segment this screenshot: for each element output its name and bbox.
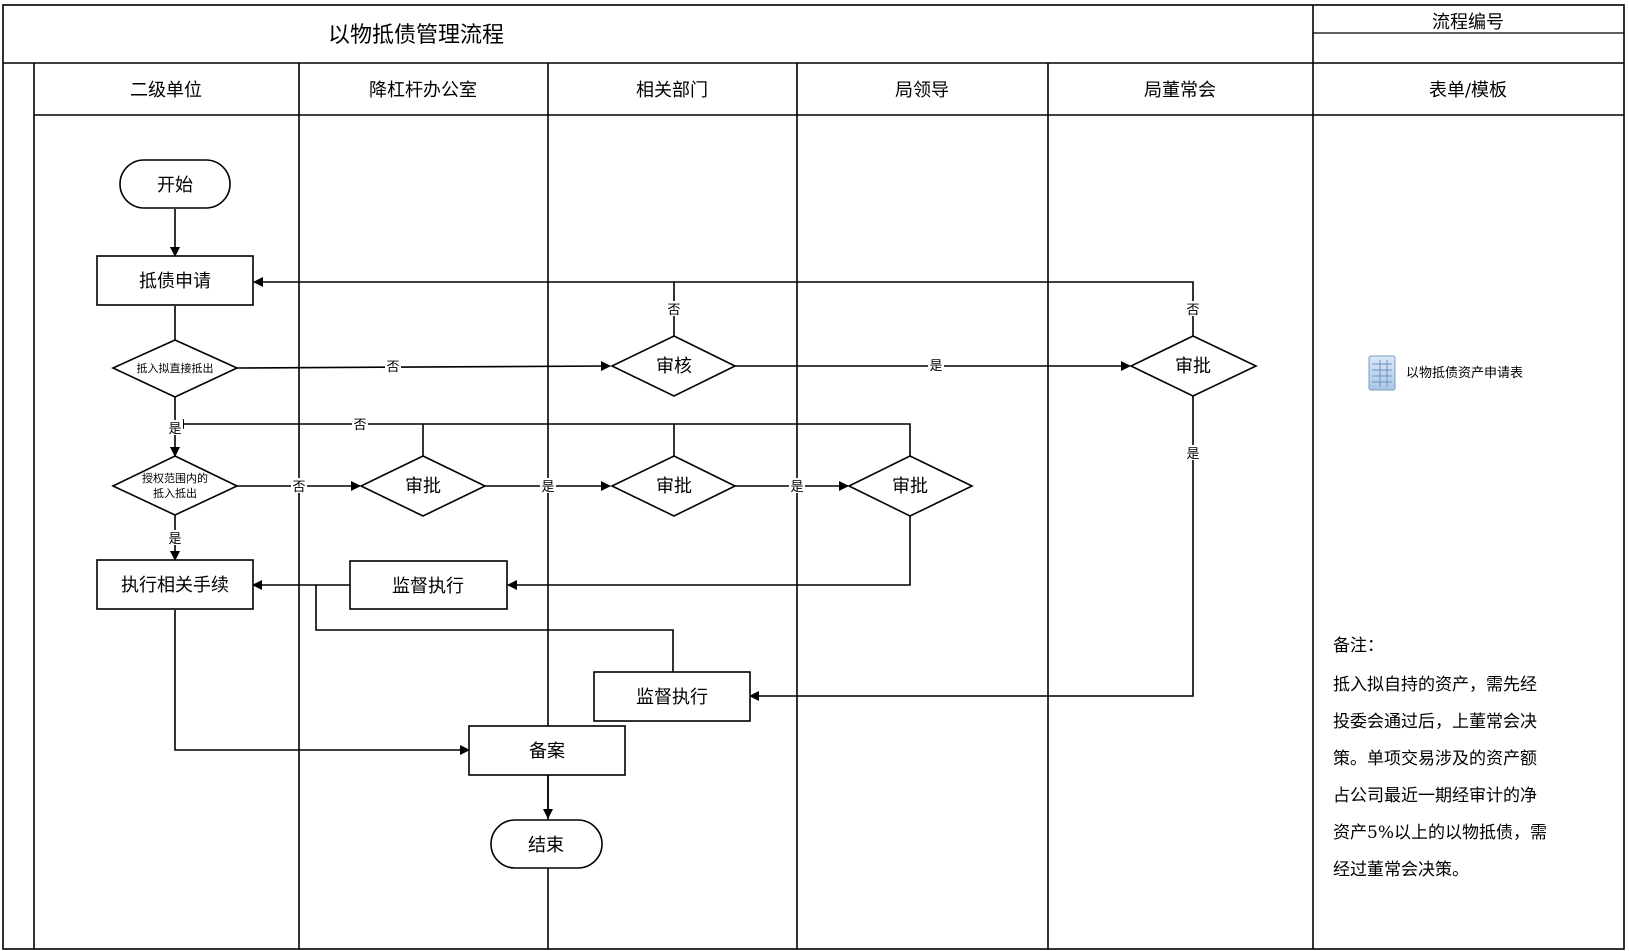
- node-apply-label: 抵债申请: [139, 271, 211, 292]
- process-code-header: 流程编号: [1432, 12, 1504, 33]
- label-yes-dept: 是: [790, 480, 803, 495]
- node-office-approve: 审批: [359, 455, 487, 517]
- decision-authorized-scope-line2: 抵入抵出: [153, 486, 197, 500]
- label-yes-office: 是: [541, 480, 554, 495]
- decision-direct-offset-label: 抵入拟直接抵出: [137, 361, 214, 375]
- note-line: 经过董常会决策。: [1333, 860, 1469, 880]
- label-yes-d2: 是: [168, 532, 181, 547]
- node-execute-label: 执行相关手续: [121, 575, 229, 596]
- note-line: 抵入拟自持的资产，需先经: [1333, 675, 1537, 695]
- decision-authorized-scope: 授权范围内的 抵入抵出: [111, 455, 239, 516]
- node-office-approve-label: 审批: [405, 476, 441, 497]
- label-no-review: 否: [667, 303, 680, 318]
- lane-header-board-committee: 局董常会: [1144, 80, 1216, 101]
- node-review-label: 审核: [656, 356, 692, 377]
- node-leader-approve-label: 审批: [892, 476, 928, 497]
- edge-labels: 否 是 否 否 是 是 否 否 是 是 是: [167, 301, 1201, 547]
- node-dept-approve: 审批: [610, 455, 737, 517]
- note-line: 占公司最近一期经审计的净: [1333, 786, 1537, 806]
- form-item-label: 以物抵债资产申请表: [1406, 366, 1523, 381]
- node-end: 结束: [490, 819, 603, 869]
- frame: [2, 4, 1625, 950]
- node-execute: 执行相关手续: [96, 559, 254, 610]
- connectors: [170, 209, 1194, 819]
- page-title: 以物抵债管理流程: [328, 23, 504, 48]
- spreadsheet-icon: [1368, 355, 1396, 391]
- lane-header-forms: 表单/模板: [1429, 80, 1507, 101]
- node-start-label: 开始: [157, 175, 193, 196]
- node-end-label: 结束: [528, 835, 564, 856]
- lane-header-bureau-leader: 局领导: [895, 80, 949, 101]
- note-heading: 备注：: [1333, 636, 1384, 656]
- node-leader-approve: 审批: [847, 455, 974, 517]
- label-no-loop: 否: [353, 418, 366, 433]
- node-supervise-1-label: 监督执行: [392, 576, 464, 597]
- label-no-board: 否: [1186, 303, 1199, 318]
- node-review: 审核: [610, 335, 737, 397]
- node-start: 开始: [119, 159, 231, 209]
- node-filing: 备案: [468, 725, 626, 776]
- decision-direct-offset: 抵入拟直接抵出: [111, 339, 239, 398]
- lane-header-secondary-unit: 二级单位: [130, 80, 202, 101]
- node-apply: 抵债申请: [96, 255, 254, 306]
- note-line: 策。单项交易涉及的资产额: [1333, 749, 1537, 769]
- decision-authorized-scope-line1: 授权范围内的: [142, 471, 208, 485]
- node-board-approve-label: 审批: [1175, 356, 1211, 377]
- label-no-d1-review: 否: [386, 360, 399, 375]
- label-yes-d1: 是: [168, 422, 181, 437]
- node-supervise-2: 监督执行: [593, 671, 751, 722]
- node-supervise-2-label: 监督执行: [636, 687, 708, 708]
- node-supervise-1: 监督执行: [349, 560, 508, 610]
- note: 备注： 抵入拟自持的资产，需先经 投委会通过后，上董常会决 策。单项交易涉及的资…: [1333, 636, 1547, 880]
- form-item[interactable]: 以物抵债资产申请表: [1368, 355, 1523, 391]
- note-line: 投委会通过后，上董常会决: [1333, 712, 1537, 732]
- node-filing-label: 备案: [529, 741, 565, 762]
- node-board-approve: 审批: [1129, 335, 1258, 397]
- note-line: 资产5%以上的以物抵债，需: [1333, 823, 1547, 843]
- lane-header-deleveraging-office: 降杠杆办公室: [369, 80, 477, 101]
- label-yes-review-board: 是: [929, 359, 942, 374]
- label-yes-board: 是: [1186, 447, 1199, 462]
- node-dept-approve-label: 审批: [656, 476, 692, 497]
- label-no-d2: 否: [292, 480, 305, 495]
- lane-header-related-dept: 相关部门: [636, 80, 708, 101]
